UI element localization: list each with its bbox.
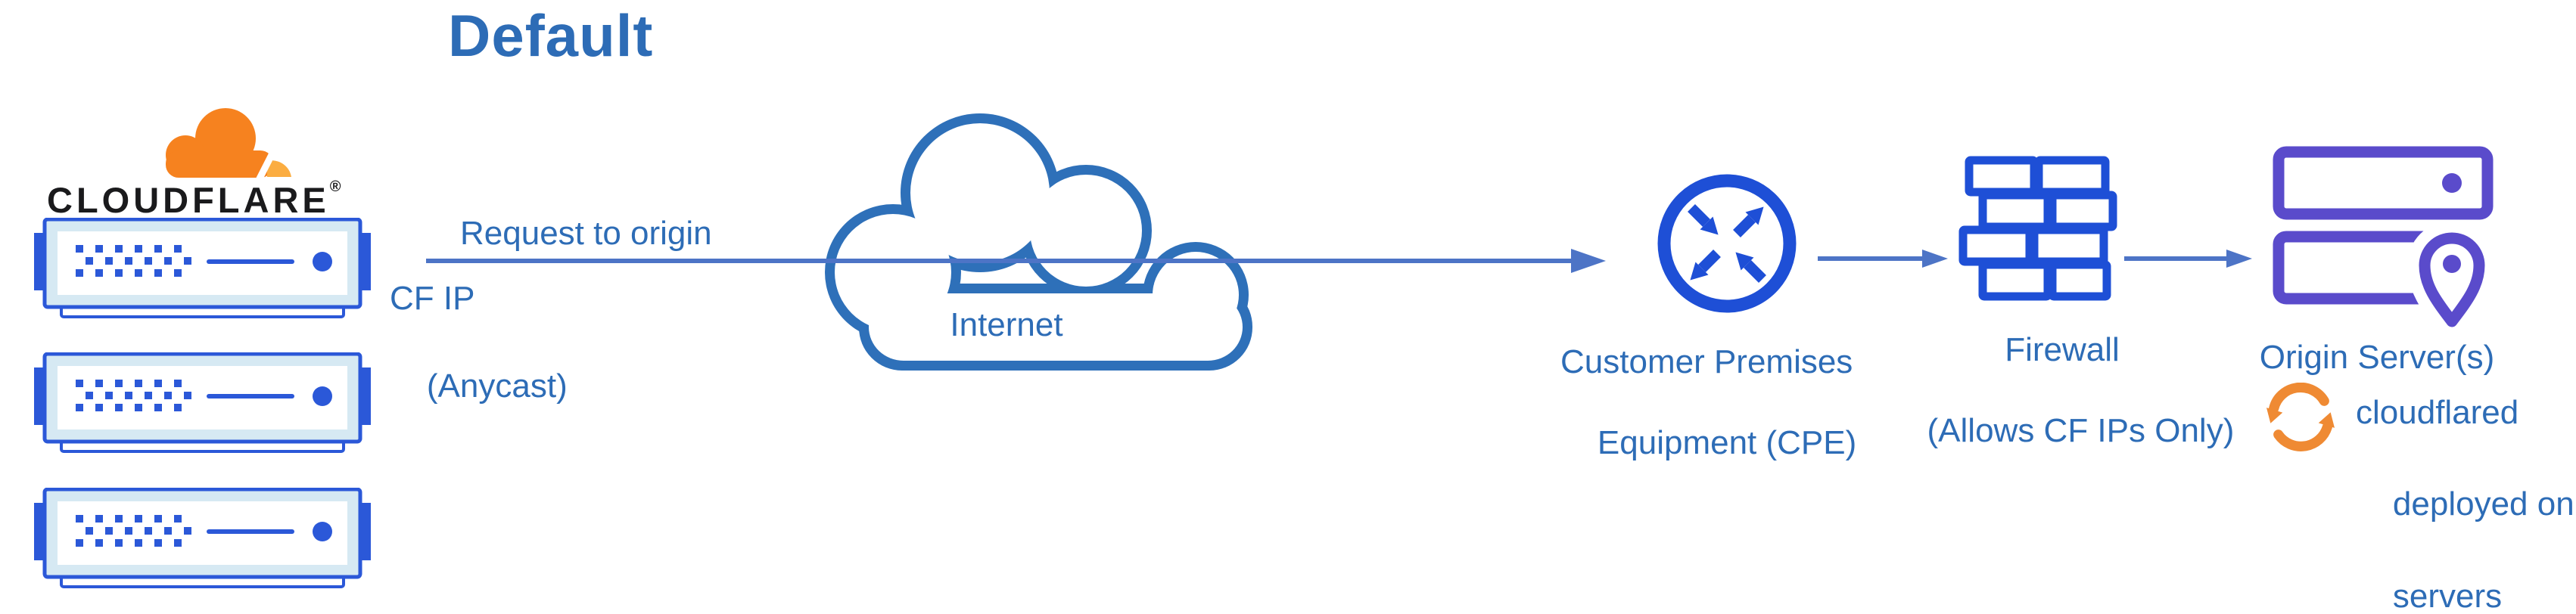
edge-to-cpe-arrow-head bbox=[1571, 249, 1606, 273]
cf-ip-line1: CF IP bbox=[390, 280, 475, 317]
origin-server-icon bbox=[2273, 146, 2494, 329]
cpe-to-firewall-arrow-head bbox=[1922, 250, 1948, 268]
internet-label: Internet bbox=[950, 306, 1063, 343]
cpe-router-icon bbox=[1657, 174, 1797, 313]
cloudflared-note: cloudflared deployed on servers bbox=[2356, 390, 2574, 614]
firewall-label-line2: (Allows CF IPs Only) bbox=[1927, 412, 2235, 450]
firewall-label-line1: Firewall bbox=[2005, 331, 2120, 368]
registered-mark: ® bbox=[329, 178, 341, 195]
cloudflared-note-line3: servers bbox=[2392, 577, 2503, 614]
request-to-origin-label: Request to origin bbox=[460, 215, 712, 252]
cf-ip-line2: (Anycast) bbox=[426, 367, 568, 405]
sync-icon bbox=[2266, 383, 2335, 451]
edge-server-icon bbox=[34, 352, 371, 454]
cloudflare-logo-cloud bbox=[166, 108, 291, 181]
cloudflare-wordmark: CLOUDFLARE® bbox=[47, 178, 341, 221]
cloudflare-logo: CLOUDFLARE® bbox=[38, 103, 363, 221]
origin-server-label: Origin Server(s) bbox=[2259, 339, 2495, 376]
cloudflared-note-line2: deployed on bbox=[2392, 485, 2574, 523]
cpe-to-firewall-arrow-line bbox=[1818, 256, 1927, 261]
cloudflared-note-line1: cloudflared bbox=[2356, 394, 2519, 431]
cloudflare-wordmark-text: CLOUDFLARE bbox=[47, 180, 330, 220]
cf-ip-label: CF IP (Anycast) bbox=[390, 277, 568, 408]
firewall-label: Firewall (Allows CF IPs Only) bbox=[1873, 330, 2251, 451]
firewall-icon bbox=[1958, 156, 2117, 301]
edge-server-icon bbox=[34, 218, 371, 320]
firewall-to-origin-arrow-line bbox=[2124, 256, 2231, 261]
cpe-label: Customer Premises Equipment (CPE) bbox=[1560, 342, 1856, 464]
cpe-label-line1: Customer Premises bbox=[1560, 343, 1853, 380]
edge-server-icon bbox=[34, 488, 371, 590]
cpe-label-line2: Equipment (CPE) bbox=[1597, 424, 1857, 462]
edge-to-cpe-arrow-line bbox=[426, 259, 1574, 263]
page-title: Default bbox=[448, 2, 654, 69]
firewall-to-origin-arrow-head bbox=[2226, 250, 2252, 268]
